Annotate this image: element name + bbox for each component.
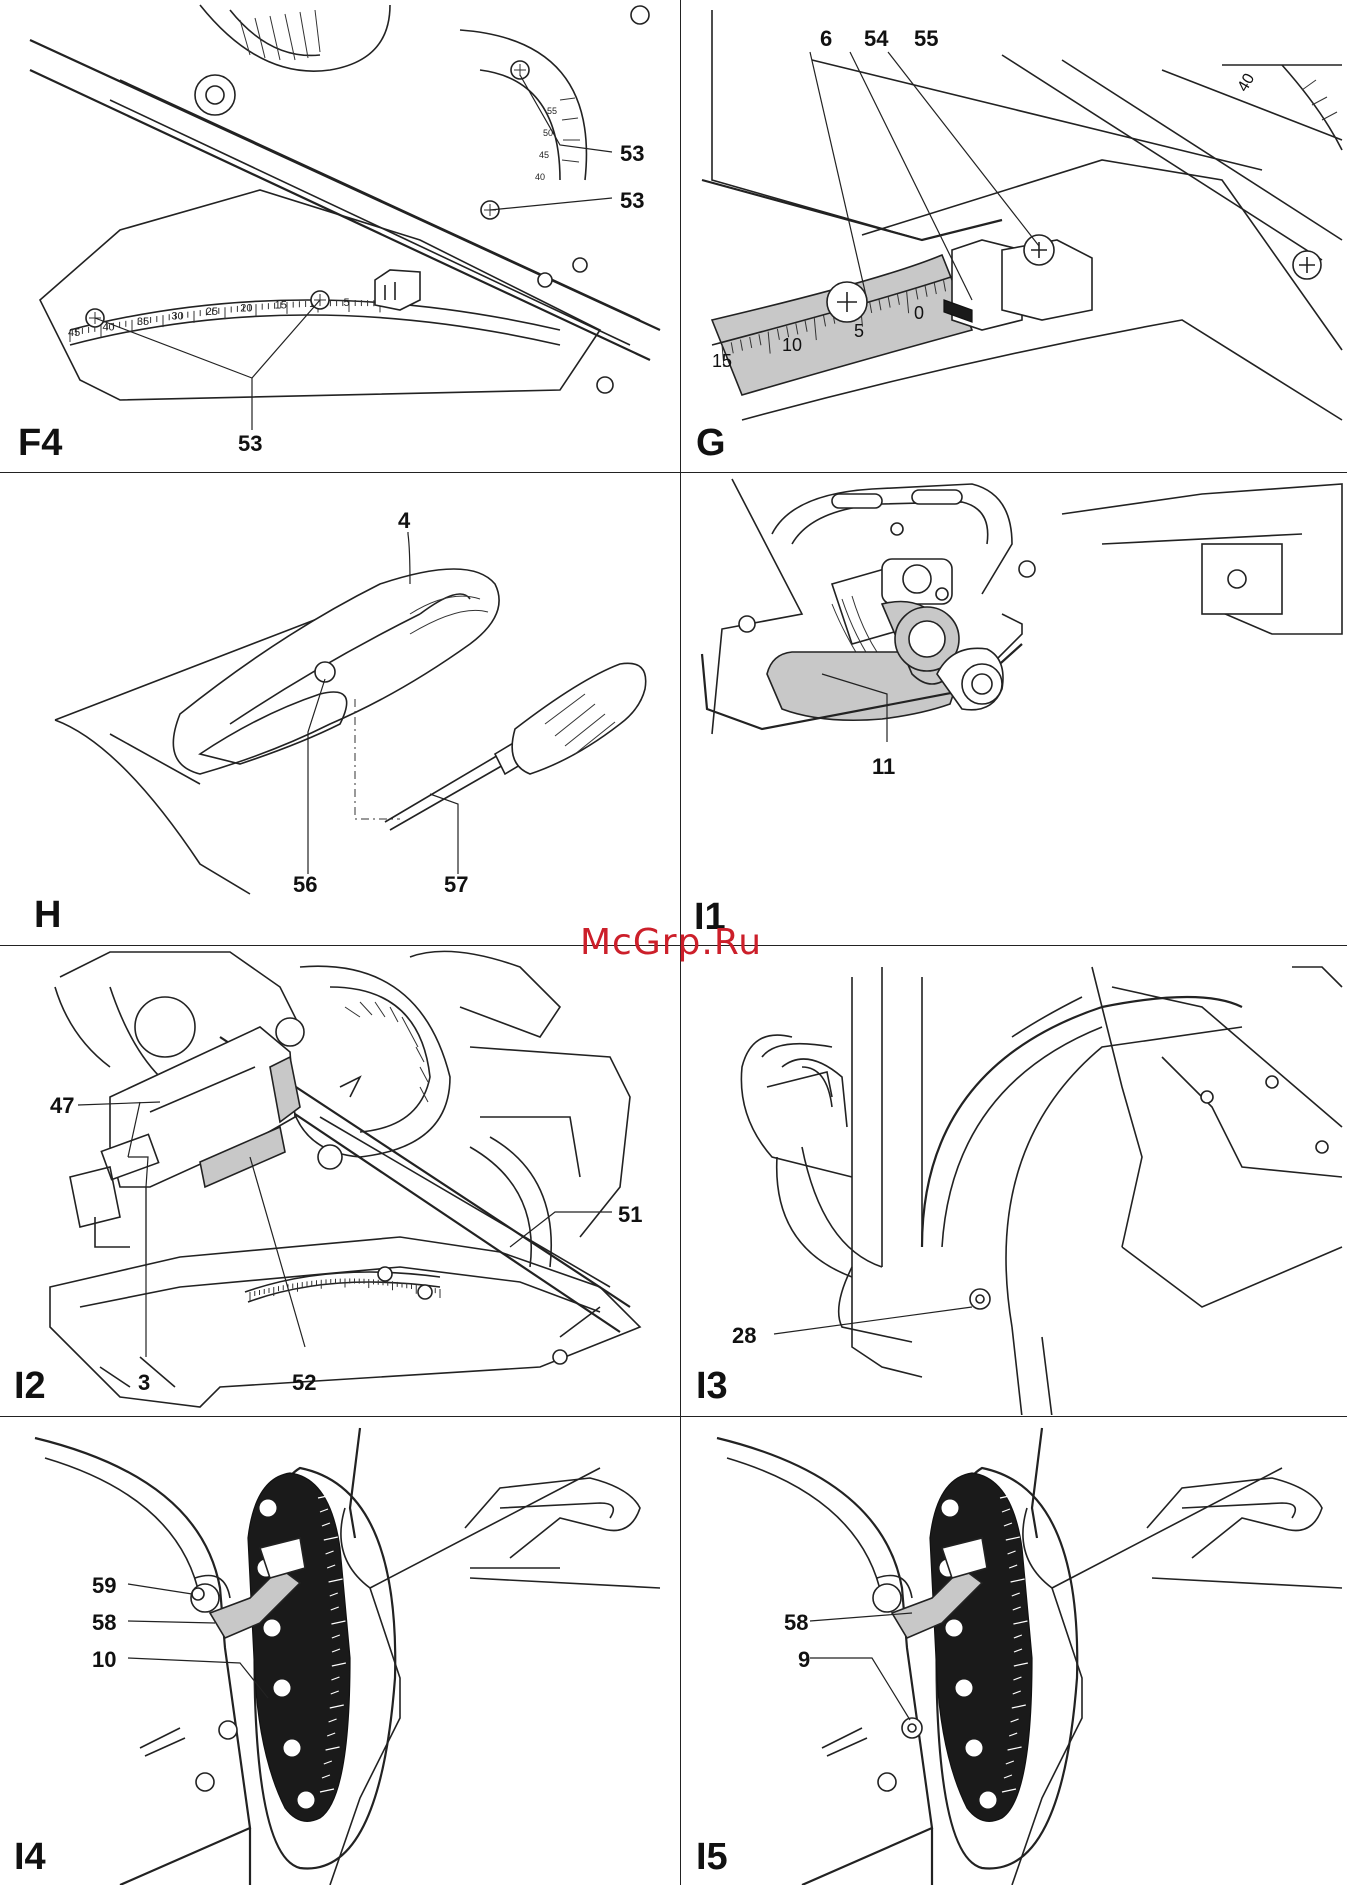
- callout-53-c: 53: [238, 433, 262, 455]
- figure-i1: 11 I1: [682, 474, 1347, 944]
- callout-3: 3: [138, 1372, 150, 1394]
- divider-row-1: [0, 472, 1347, 473]
- callout-58-i5: 58: [784, 1612, 808, 1634]
- figure-label-i2: I2: [14, 1367, 46, 1405]
- callout-28: 28: [732, 1325, 756, 1347]
- scale-number: 40: [535, 172, 545, 182]
- scale-number: 45: [539, 150, 549, 160]
- callout-55: 55: [914, 28, 938, 50]
- dial-marker: [966, 1740, 982, 1756]
- callout-59: 59: [92, 1575, 116, 1597]
- dial-marker: [980, 1792, 996, 1808]
- dial-marker: [260, 1500, 276, 1516]
- scale-label-10: 10: [782, 336, 802, 354]
- callout-47: 47: [50, 1095, 74, 1117]
- callout-4: 4: [398, 510, 410, 532]
- figure-label-f4: F4: [18, 424, 62, 462]
- scale-label-5: 5: [854, 322, 864, 340]
- callout-10: 10: [92, 1649, 116, 1671]
- figure-i4: 59 58 10 I4: [0, 1418, 679, 1885]
- scale-label-15: 15: [712, 352, 732, 370]
- scale-number: 30: [171, 311, 183, 323]
- dial-marker: [264, 1620, 280, 1636]
- g-illustration: [682, 0, 1347, 471]
- dial-marker: [956, 1680, 972, 1696]
- figure-label-g: G: [696, 424, 726, 462]
- dial-marker: [298, 1792, 314, 1808]
- figure-i2: 47 51 3 52 I2: [0, 947, 679, 1415]
- h-illustration: [0, 474, 679, 944]
- figure-h: 4 56 57 H: [0, 474, 679, 944]
- dial-marker: [284, 1740, 300, 1756]
- scale-label-0: 0: [914, 304, 924, 322]
- i3-illustration: [682, 947, 1347, 1415]
- callout-6: 6: [820, 28, 832, 50]
- i1-illustration: [682, 474, 1347, 944]
- figure-label-i3: I3: [696, 1367, 728, 1405]
- scale-number: 35: [137, 316, 149, 328]
- callout-52: 52: [292, 1372, 316, 1394]
- figure-f4: 4540353025201510540455055: [0, 0, 679, 471]
- scale-number: 20: [240, 302, 252, 314]
- figure-label-i5: I5: [696, 1838, 728, 1876]
- dial-marker: [274, 1680, 290, 1696]
- callout-57: 57: [444, 874, 468, 896]
- divider-row-3: [0, 1416, 1347, 1417]
- figure-i5: 58 9 I5: [682, 1418, 1347, 1885]
- figure-label-h: H: [34, 896, 61, 934]
- callout-54: 54: [864, 28, 888, 50]
- f4-illustration: 4540353025201510540455055: [0, 0, 679, 471]
- callout-9: 9: [798, 1649, 810, 1671]
- callout-53-a: 53: [620, 143, 644, 165]
- scale-number: 5: [344, 297, 350, 309]
- callout-53-b: 53: [620, 190, 644, 212]
- callout-56: 56: [293, 874, 317, 896]
- figure-label-i4: I4: [14, 1838, 46, 1876]
- watermark-text: McGrp.Ru: [580, 922, 762, 963]
- scale-number: 15: [275, 300, 287, 312]
- i5-illustration: [682, 1418, 1347, 1885]
- callout-58: 58: [92, 1612, 116, 1634]
- figure-g: 6 54 55 15 10 5 0 40 G: [682, 0, 1347, 471]
- dial-marker: [942, 1500, 958, 1516]
- callout-51: 51: [618, 1204, 642, 1226]
- callout-11: 11: [872, 756, 895, 778]
- i2-illustration: [0, 947, 679, 1415]
- figure-i3: 28 I3: [682, 947, 1347, 1415]
- scale-number: 25: [206, 306, 218, 318]
- scale-number: 55: [547, 106, 557, 116]
- dial-marker: [946, 1620, 962, 1636]
- scale-number: 45: [68, 327, 80, 339]
